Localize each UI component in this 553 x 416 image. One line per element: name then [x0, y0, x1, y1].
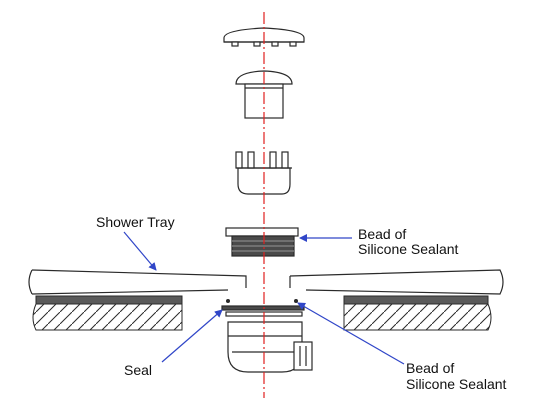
threaded-flange [225, 227, 299, 257]
waste-body [227, 321, 313, 373]
shower-tray-arrow [123, 231, 157, 271]
bead-bottom-arrow [297, 302, 405, 365]
floor-right [343, 295, 492, 331]
label-bead-top-line2: Silicone Sealant [358, 241, 459, 257]
label-shower-tray: Shower Tray [96, 214, 175, 230]
shower-tray [28, 269, 504, 295]
label-bead-bottom-line1: Bead of [406, 360, 455, 376]
label-bead-top-line1: Bead of [358, 226, 407, 242]
label-bead-bottom-line2: Silicone Sealant [406, 376, 507, 392]
floor-left [32, 295, 183, 331]
seal-arrow [161, 309, 223, 363]
sealant-dots [226, 299, 298, 303]
seal-washer [221, 305, 305, 317]
strainer-basket [235, 151, 292, 195]
label-seal: Seal [124, 362, 153, 378]
